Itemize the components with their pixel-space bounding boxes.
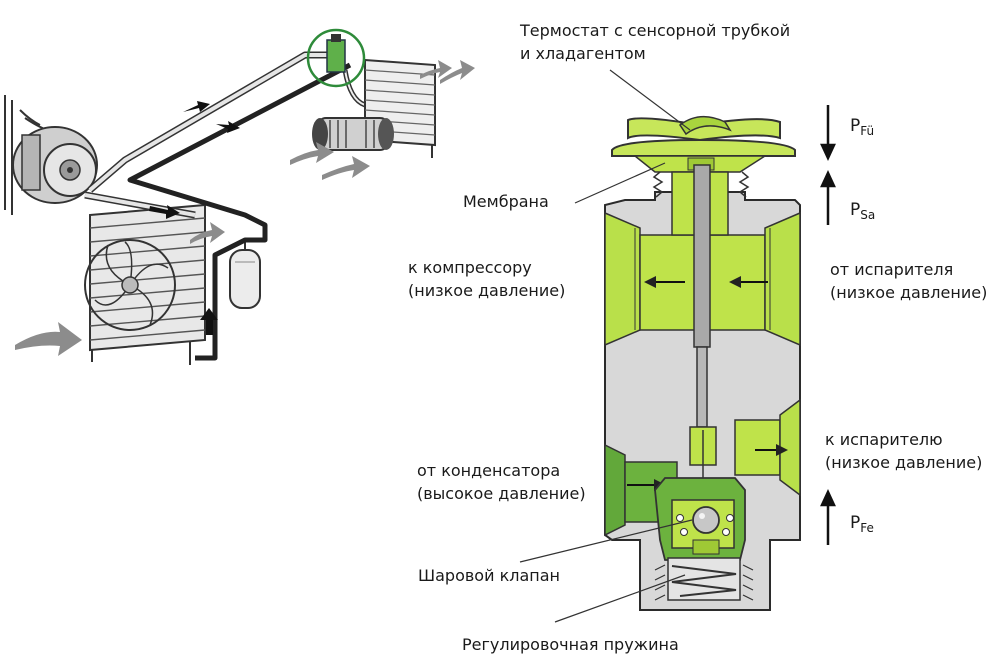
label-to-compressor-line2: (низкое давление) xyxy=(408,281,566,300)
ac-system-overview xyxy=(4,28,475,365)
pressure-psa: PSa xyxy=(850,200,875,222)
label-to-compressor: к компрессору (низкое давление) xyxy=(408,256,565,302)
label-thermostat-line2: и хладагентом xyxy=(520,44,646,63)
pressure-pfe: PFe xyxy=(850,513,874,535)
actuating-pin xyxy=(689,164,717,490)
label-from-evaporator-line1: от испарителя xyxy=(830,260,954,279)
compressor xyxy=(12,126,98,204)
pressure-pfu-letter: P xyxy=(850,116,861,136)
ball-valve-chamber xyxy=(654,477,746,561)
membrane-head xyxy=(611,116,796,173)
pressure-pfe-letter: P xyxy=(850,513,861,533)
label-from-condenser-line2: (высокое давление) xyxy=(417,484,586,503)
flow-arrows-lines xyxy=(149,101,240,335)
label-from-condenser: от конденсатора (высокое давление) xyxy=(417,459,586,505)
refrigerant-lines xyxy=(84,51,367,361)
regulating-spring xyxy=(654,557,754,601)
condenser-fan xyxy=(84,239,176,331)
label-to-evaporator-line2: (низкое давление) xyxy=(825,453,983,472)
label-to-compressor-line1: к компрессору xyxy=(408,258,532,277)
pressure-pfu: PFü xyxy=(850,116,874,138)
air-flow-arrows xyxy=(15,60,475,356)
label-membrane: Мембрана xyxy=(463,190,549,213)
label-thermostat: Термостат с сенсорной трубкой и хладаген… xyxy=(520,19,790,65)
label-ball-valve-text: Шаровой клапан xyxy=(418,566,560,585)
bellows xyxy=(652,171,750,198)
label-to-evaporator-line1: к испарителю xyxy=(825,430,943,449)
expansion-valve-location xyxy=(306,28,366,88)
pressure-psa-letter: P xyxy=(850,200,861,220)
blower-motor xyxy=(312,117,394,151)
label-thermostat-line1: Термостат с сенсорной трубкой xyxy=(520,21,791,40)
label-from-evaporator-line2: (низкое давление) xyxy=(830,283,988,302)
label-ball-valve: Шаровой клапан xyxy=(418,564,560,587)
pressure-arrows xyxy=(820,105,836,545)
label-regulating-spring: Регулировочная пружина xyxy=(462,633,679,656)
leader-lines xyxy=(519,69,693,623)
label-from-condenser-line1: от конденсатора xyxy=(417,461,561,480)
ball xyxy=(692,506,720,534)
label-from-evaporator: от испарителя (низкое давление) xyxy=(830,258,987,304)
condenser xyxy=(84,203,206,365)
valve-cross-section xyxy=(519,69,836,623)
pressure-psa-sub: Sa xyxy=(860,208,876,222)
label-regulating-spring-text: Регулировочная пружина xyxy=(462,635,679,654)
receiver-drier xyxy=(229,240,261,309)
pressure-pfe-sub: Fe xyxy=(860,521,874,535)
label-to-evaporator: к испарителю (низкое давление) xyxy=(825,428,982,474)
lower-right-passage xyxy=(734,398,801,497)
label-membrane-text: Мембрана xyxy=(463,192,549,211)
pressure-pfu-sub: Fü xyxy=(860,124,875,138)
